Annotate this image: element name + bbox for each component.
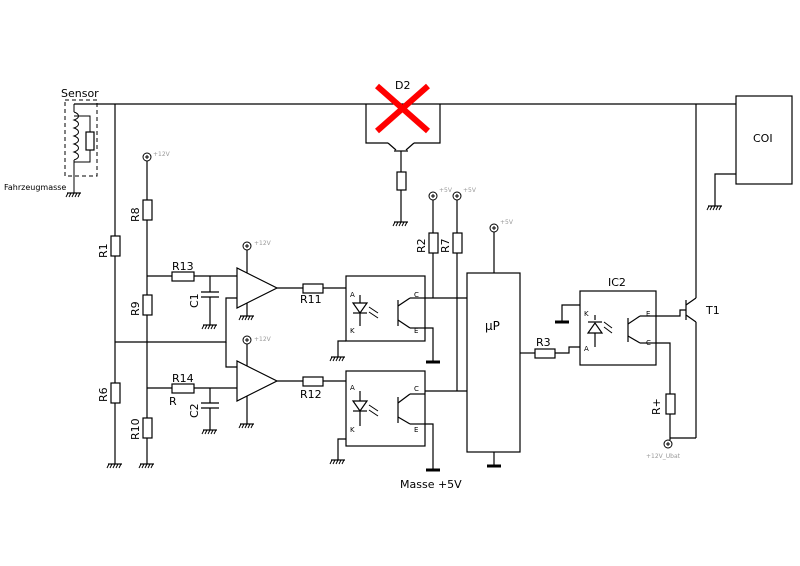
opto1-pin-a: A [350,291,355,299]
rplus [656,342,696,449]
sensor [64,99,98,193]
ground-c1 [201,324,217,330]
r6-label: R6 [97,387,110,402]
ground-r6 [106,463,122,469]
sensor-label: Sensor [61,87,99,100]
opamp-1 [236,241,346,316]
r3-label: R3 [536,336,551,349]
up-supply-label: +5V [500,219,514,226]
d2-transistor [365,104,441,222]
ground-opto1-led [329,356,345,362]
r9-label: R9 [129,301,142,316]
optocoupler-1 [337,275,434,362]
t1-transistor [656,104,697,438]
ic2-pin-c: C [646,339,651,347]
opamp1-supply-label: +12V [254,240,272,247]
opto2-pin-e: E [414,426,418,434]
opto2-pin-k: K [350,426,355,434]
coi-box [735,95,793,185]
opto1-pin-c: C [414,291,419,299]
ground-c2 [201,429,217,435]
r1-r6-divider [110,104,121,464]
c1-label: C1 [188,293,201,308]
optocoupler-2 [337,370,434,470]
opto2-pin-c: C [414,385,419,393]
r13-c1 [147,271,240,325]
red-cross-icon [375,83,430,134]
opto1-pin-e: E [414,327,418,335]
ic2-label: IC2 [608,276,626,289]
masse-5v-label: Masse +5V [400,478,462,491]
ic2 [561,290,657,366]
t1-label: T1 [705,304,720,317]
r10-label: R10 [129,418,142,440]
r14-label: R14 [172,372,194,385]
r1-label: R1 [97,243,110,258]
ic2-pin-a: A [584,345,589,353]
up-label: µP [485,319,500,333]
fahrzeugmasse-label: Fahrzeugmasse [4,183,66,192]
r2-supply-label: +5V [439,187,453,194]
c2-label: C2 [188,403,201,418]
r8-label: R8 [129,207,142,222]
opto2-pin-a: A [350,384,355,392]
d2-label: D2 [395,79,410,92]
r8-supply-label: +12V [153,151,171,158]
opto1-pin-k: K [350,327,355,335]
ubat-label: +12V_Ubat [646,453,681,460]
r3 [520,346,580,359]
r7-label: R7 [439,238,452,253]
ground-r10 [138,463,154,469]
r2-label: R2 [415,238,428,253]
r14-c2 [147,383,240,430]
ground-opamp2 [238,423,254,429]
ground-d2 [392,221,408,227]
r2-r7-pullups [425,191,467,392]
r11-label: R11 [300,293,322,306]
r-label: R [169,395,177,408]
ground-opamp1 [238,315,254,321]
r12-label: R12 [300,388,322,401]
coi-label: COI [753,132,773,145]
ground-opto2-led [329,459,345,465]
ground-coi [706,205,722,211]
microprocessor [466,223,521,466]
ic2-pin-e: E [646,310,650,318]
ground-sensor [65,192,81,198]
opamp-2 [236,335,346,424]
r7-supply-label: +5V [463,187,477,194]
ic2-pin-k: K [584,310,589,318]
r8-r9-r10-divider [142,152,153,464]
opamp2-supply-label: +12V [254,336,272,343]
rplus-label: R+ [650,398,663,415]
r13-label: R13 [172,260,194,273]
